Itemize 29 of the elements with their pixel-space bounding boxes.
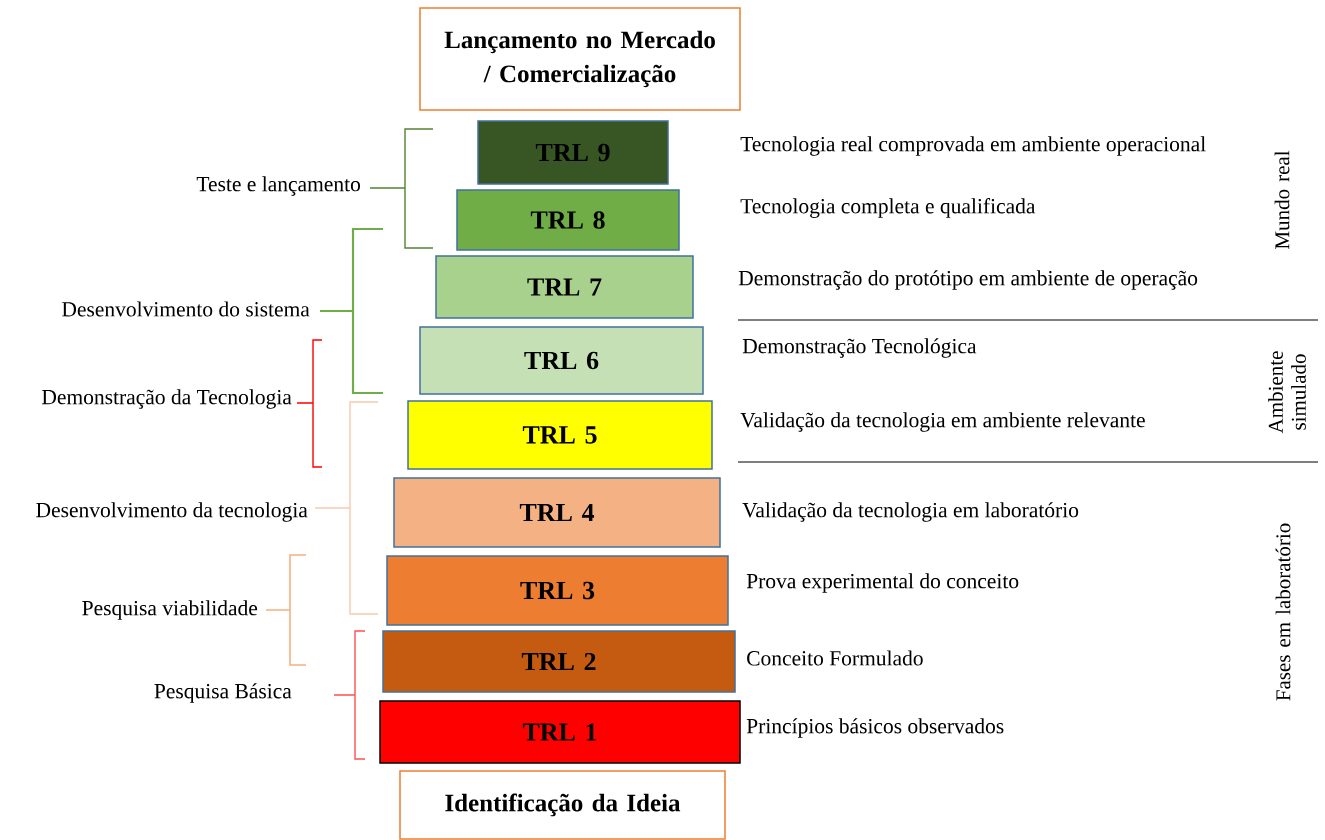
phase-label: Pesquisa Básica [154,683,292,703]
level-box: TRL 4 [393,477,721,548]
description: Princípios básicos observados [746,718,1004,738]
phase-label: Teste e lançamento [196,176,360,196]
description: Validação da tecnologia em ambiente relevante [740,412,1145,432]
zone-label: Mundo real [1274,150,1290,249]
phase-label: Desenvolvimento do sistema [62,301,310,317]
description: Demonstração do protótipo em ambiente de operação [738,270,1198,290]
phase-label: Desenvolvimento da tecnologia [36,502,308,522]
level-box: TRL 1 [379,700,741,764]
level-box: TRL 6 [419,326,704,395]
description: Tecnologia real comprovada em ambiente operacional [740,136,1206,156]
description: Validação da tecnologia em laboratório [742,502,1079,522]
milestone-box: Identificação da Ideia [399,770,726,840]
level-box: TRL 9 [477,120,669,185]
zone-label: Ambiente simulado [1268,351,1306,434]
level-box: TRL 8 [456,189,680,251]
level-box: TRL 7 [435,255,694,319]
level-box: TRL 3 [386,555,729,626]
description: Conceito Formulado [747,650,923,666]
zone-label: Fases em laboratório [1275,523,1291,701]
level-box: TRL 5 [407,400,713,470]
description: Prova experimental do conceito [746,573,1019,593]
phase-label: Demonstração da Tecnologia [42,389,292,409]
description: Demonstração Tecnológica [742,338,977,358]
phase-label: Pesquisa viabilidade [82,600,258,620]
milestone-box: Lançamento no Mercado / Comercialização [419,7,741,111]
description: Tecnologia completa e qualificada [740,198,1036,218]
level-box: TRL 2 [382,630,736,693]
